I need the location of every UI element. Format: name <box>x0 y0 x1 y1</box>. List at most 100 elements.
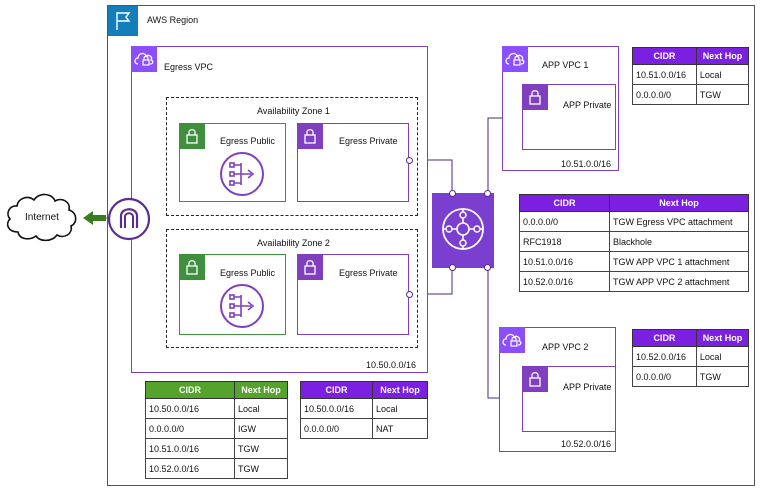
app-vpc-1-cidr: 10.51.0.0/16 <box>561 159 612 169</box>
az2-private-lock-icon <box>297 254 323 280</box>
table-row: 0.0.0.0/0 TGW Egress VPC attachment <box>519 211 749 232</box>
table-cell: TGW <box>695 366 750 387</box>
table-header-row: CIDR Next Hop <box>145 381 288 399</box>
availability-zone-1 <box>166 97 418 216</box>
table-cell: Local <box>695 346 750 367</box>
table-cell: 10.51.0.0/16 <box>632 64 697 85</box>
table-row: 0.0.0.0/0 TGW <box>632 84 750 105</box>
table-cell: 10.51.0.0/16 <box>145 438 235 459</box>
table-cell: 0.0.0.0/0 <box>519 211 610 232</box>
port-tgw-top-left <box>449 190 456 197</box>
port-tgw-bottom-left <box>449 264 456 271</box>
internet-gateway-icon <box>107 197 151 241</box>
route-table-egress-public: CIDR Next Hop 10.50.0.0/16 Local 0.0.0.0… <box>145 381 288 479</box>
availability-zone-2 <box>166 229 418 348</box>
table-row: 0.0.0.0/0 TGW <box>632 366 750 387</box>
az1-public-lock-icon <box>179 123 205 149</box>
port-tgw-bottom-right <box>484 264 491 271</box>
region-flag-icon <box>108 6 138 36</box>
table-cell: Blackhole <box>609 231 749 252</box>
table-row: 10.50.0.0/16 Local <box>300 398 428 419</box>
table-row: 0.0.0.0/0 IGW <box>145 418 288 439</box>
table-cell: TGW APP VPC 1 attachment <box>609 251 749 272</box>
route-table-app-vpc-1: CIDR Next Hop 10.51.0.0/16 Local 0.0.0.0… <box>632 47 750 105</box>
app-vpc-1-label: APP VPC 1 <box>542 60 589 70</box>
column-header: Next Hop <box>695 47 750 65</box>
port-az2-private <box>406 291 413 298</box>
table-cell: Local <box>695 64 750 85</box>
column-header: CIDR <box>300 381 373 399</box>
route-table-app-vpc-2: CIDR Next Hop 10.52.0.0/16 Local 0.0.0.0… <box>632 329 750 387</box>
az1-egress-private-label: Egress Private <box>339 136 398 146</box>
arrow-to-internet-icon <box>83 211 106 225</box>
table-row: RFC1918 Blackhole <box>519 231 749 252</box>
table-cell: Local <box>372 398 428 419</box>
aws-region <box>107 5 755 486</box>
az2-label: Availability Zone 2 <box>257 238 330 248</box>
table-cell: TGW Egress VPC attachment <box>609 211 749 232</box>
table-row: 10.51.0.0/16 TGW APP VPC 1 attachment <box>519 251 749 272</box>
egress-vpc-label: Egress VPC <box>164 62 214 72</box>
az1-label: Availability Zone 1 <box>257 106 330 116</box>
app-vpc-1-lock-icon <box>522 84 548 110</box>
table-cell: 10.51.0.0/16 <box>519 251 610 272</box>
column-header: CIDR <box>519 194 610 212</box>
table-row: 0.0.0.0/0 NAT <box>300 418 428 439</box>
column-header: CIDR <box>632 47 697 65</box>
region-label: AWS Region <box>147 15 199 25</box>
column-header: Next Hop <box>234 381 288 399</box>
app-vpc-1-subnet-label: APP Private <box>563 100 612 110</box>
table-cell: TGW APP VPC 2 attachment <box>609 271 749 292</box>
table-cell: TGW <box>234 438 288 459</box>
az1-egress-public-label: Egress Public <box>220 136 276 146</box>
table-row: 10.50.0.0/16 Local <box>145 398 288 419</box>
app-vpc-2-cidr: 10.52.0.0/16 <box>561 439 612 449</box>
column-header: Next Hop <box>372 381 428 399</box>
table-cell: 0.0.0.0/0 <box>632 84 697 105</box>
az1-nat-gateway-icon <box>220 152 264 196</box>
table-header-row: CIDR Next Hop <box>300 381 428 399</box>
table-cell: NAT <box>372 418 428 439</box>
egress-vpc-cloud-icon <box>131 46 157 72</box>
table-header-row: CIDR Next Hop <box>519 194 749 212</box>
table-cell: 10.50.0.0/16 <box>145 398 235 419</box>
column-header: CIDR <box>145 381 235 399</box>
port-tgw-top-right <box>484 190 491 197</box>
az2-nat-gateway-icon <box>220 284 264 328</box>
table-cell: IGW <box>234 418 288 439</box>
transit-gateway-icon <box>442 208 484 250</box>
app-vpc-2-cloud-icon <box>499 327 525 353</box>
table-header-row: CIDR Next Hop <box>632 47 750 65</box>
table-cell: 0.0.0.0/0 <box>145 418 235 439</box>
az2-egress-private-label: Egress Private <box>339 268 398 278</box>
table-cell: 10.52.0.0/16 <box>632 346 697 367</box>
az1-private-lock-icon <box>297 123 323 149</box>
table-cell: 0.0.0.0/0 <box>632 366 697 387</box>
app-vpc-1-cloud-icon <box>502 46 528 72</box>
table-cell: RFC1918 <box>519 231 610 252</box>
internet-cloud-icon <box>6 193 77 242</box>
table-cell: 0.0.0.0/0 <box>300 418 373 439</box>
table-cell: 10.52.0.0/16 <box>145 458 235 479</box>
table-row: 10.51.0.0/16 Local <box>632 64 750 85</box>
app-vpc-2-subnet-label: APP Private <box>563 382 612 392</box>
table-cell: TGW <box>234 458 288 479</box>
internet-label: Internet <box>25 212 59 223</box>
table-cell: Local <box>234 398 288 419</box>
app-vpc-2-lock-icon <box>522 366 548 392</box>
az2-public-lock-icon <box>179 254 205 280</box>
table-cell: 10.52.0.0/16 <box>519 271 610 292</box>
table-cell: TGW <box>695 84 750 105</box>
column-header: CIDR <box>632 329 697 347</box>
column-header: Next Hop <box>695 329 750 347</box>
egress-vpc-cidr: 10.50.0.0/16 <box>366 360 417 370</box>
route-table-egress-private: CIDR Next Hop 10.50.0.0/16 Local 0.0.0.0… <box>300 381 428 439</box>
table-row: 10.51.0.0/16 TGW <box>145 438 288 459</box>
column-header: Next Hop <box>609 194 749 212</box>
table-row: 10.52.0.0/16 TGW APP VPC 2 attachment <box>519 271 749 292</box>
az2-egress-public-label: Egress Public <box>220 268 276 278</box>
table-cell: 10.50.0.0/16 <box>300 398 373 419</box>
table-header-row: CIDR Next Hop <box>632 329 750 347</box>
table-row: 10.52.0.0/16 Local <box>632 346 750 367</box>
port-az1-private <box>406 157 413 164</box>
